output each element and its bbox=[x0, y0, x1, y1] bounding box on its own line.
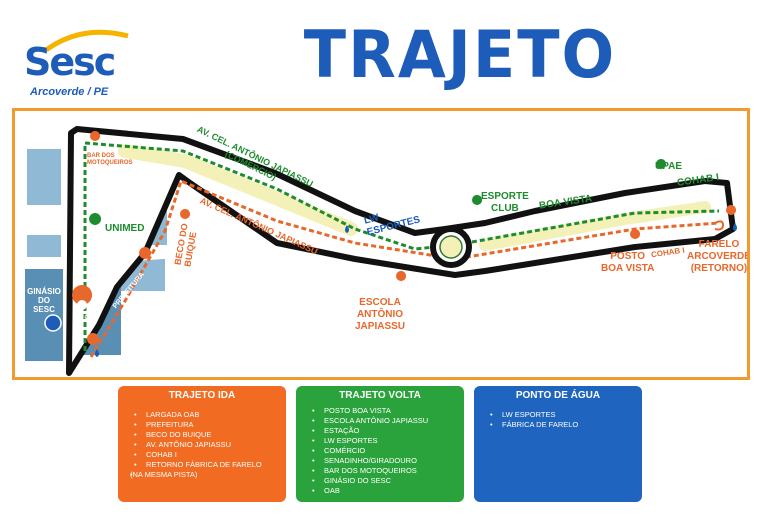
sesc-badge-icon bbox=[44, 314, 62, 332]
label-unimed: UNIMED bbox=[105, 223, 145, 234]
list-item-note: (NA MESMA PISTA) bbox=[130, 470, 286, 480]
label-esporte-club: ESPORTE CLUB bbox=[481, 191, 529, 214]
oab-marker-icon bbox=[72, 285, 99, 345]
label-escola: ESCOLA ANTÔNIO JAPIASSU bbox=[355, 297, 406, 332]
legend-ida-list: LARGADA OAB PREFEITURA BECO DO BUIQUE AV… bbox=[118, 410, 286, 480]
list-item: OAB bbox=[312, 486, 464, 496]
list-item: FÁBRICA DE FARELO bbox=[490, 420, 642, 430]
sesc-logo: Sesc Arcoverde / PE bbox=[14, 22, 134, 102]
route-map: BAR DOS MOTOQUEIROS UNIMED GINÁSIO DO SE… bbox=[12, 108, 750, 380]
logo-arc-icon bbox=[44, 29, 129, 53]
list-item: LW ESPORTES bbox=[312, 436, 464, 446]
legend-agua-list: LW ESPORTES FÁBRICA DE FARELO bbox=[474, 410, 642, 430]
list-item: PREFEITURA bbox=[134, 420, 286, 430]
list-item: COMÉRCIO bbox=[312, 446, 464, 456]
legend-volta-list: POSTO BOA VISTA ESCOLA ANTÔNIO JAPIASSU … bbox=[296, 406, 464, 496]
map-drawing bbox=[25, 126, 737, 376]
list-item: RETORNO FÁBRICA DE FARELO bbox=[134, 460, 286, 470]
list-item: ESTAÇÃO bbox=[312, 426, 464, 436]
list-item: LARGADA OAB bbox=[134, 410, 286, 420]
legend-ida-title: TRAJETO IDA bbox=[168, 390, 236, 401]
list-item: POSTO BOA VISTA bbox=[312, 406, 464, 416]
list-item: COHAB I bbox=[134, 450, 286, 460]
water-drop-icon bbox=[95, 223, 737, 357]
label-farelo: FARELO ARCOVERDE (RETORNO) bbox=[687, 239, 750, 274]
legend-volta-title: TRAJETO VOLTA bbox=[339, 390, 421, 401]
list-item: SENADINHO/GIRADOURO bbox=[312, 456, 464, 466]
route-ida-orange bbox=[89, 178, 720, 358]
legend-trajeto-volta: TRAJETO VOLTA POSTO BOA VISTA ESCOLA ANT… bbox=[296, 386, 464, 502]
road bbox=[66, 126, 736, 376]
list-item: AV. ANTÔNIO JAPIASSU bbox=[134, 440, 286, 450]
return-arrow-icon bbox=[714, 220, 725, 231]
list-item: ESCOLA ANTÔNIO JAPIASSU bbox=[312, 416, 464, 426]
legend-trajeto-ida: TRAJETO IDA LARGADA OAB PREFEITURA BECO … bbox=[118, 386, 286, 502]
label-ginasio: GINÁSIO DO SESC bbox=[27, 287, 61, 314]
logo-location: Arcoverde / PE bbox=[30, 86, 109, 98]
roundabout-icon bbox=[430, 226, 472, 268]
list-item: BECO DO BUIQUE bbox=[134, 430, 286, 440]
route-volta-green bbox=[83, 141, 720, 351]
list-item: BAR DOS MOTOQUEIROS bbox=[312, 466, 464, 476]
list-item: LW ESPORTES bbox=[490, 410, 642, 420]
legend-ponto-agua: PONTO DE ÁGUA LW ESPORTES FÁBRICA DE FAR… bbox=[474, 386, 642, 502]
legend-agua-title: PONTO DE ÁGUA bbox=[515, 390, 601, 401]
map-pin-icon bbox=[89, 131, 737, 289]
label-bar-motoqueiros: BAR DOS MOTOQUEIROS bbox=[87, 153, 133, 166]
label-posto-boa-vista: POSTO BOA VISTA bbox=[601, 251, 655, 274]
list-item: GINÁSIO DO SESC bbox=[312, 476, 464, 486]
logo-wordmark: Sesc bbox=[24, 40, 116, 84]
label-upae: UPAE bbox=[655, 161, 683, 172]
